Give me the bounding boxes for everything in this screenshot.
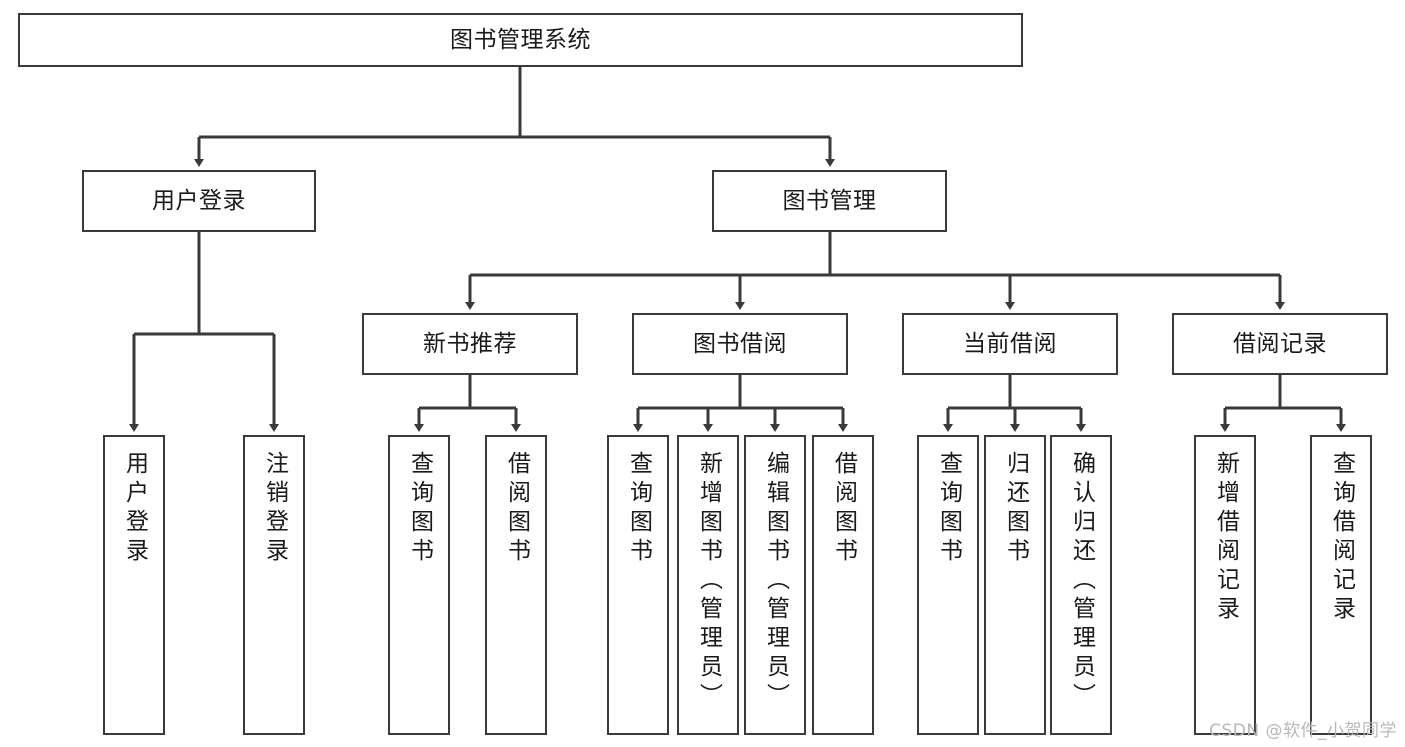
edge-bookmgmt-to-level3 [465,232,1285,310]
node-new-book-recommend-label: 新书推荐 [423,330,517,357]
edge-userlogin-to-leaves [129,232,279,432]
leaf-query-book-borrow-label: 查询图书 [625,451,652,567]
node-borrow-records[interactable]: 借阅记录 [1172,313,1388,375]
leaf-query-book-current[interactable]: 查询图书 [917,435,979,735]
leaf-query-book-borrow[interactable]: 查询图书 [607,435,669,735]
leaf-add-borrow-record[interactable]: 新增借阅记录 [1194,435,1256,735]
leaf-logout-label: 注销登录 [261,451,288,567]
leaf-confirm-return-admin-label: 确认归还（管理员） [1068,451,1095,712]
node-new-book-recommend[interactable]: 新书推荐 [362,313,578,375]
leaf-borrow-book-recommend[interactable]: 借阅图书 [485,435,547,735]
leaf-return-book-label: 归还图书 [1002,451,1029,567]
node-book-management-label: 图书管理 [782,187,877,214]
node-current-borrow-label: 当前借阅 [963,330,1057,357]
leaf-query-book-recommend[interactable]: 查询图书 [388,435,450,735]
leaf-confirm-return-admin[interactable]: 确认归还（管理员） [1050,435,1112,735]
node-user-login-label: 用户登录 [152,187,246,214]
leaf-query-book-current-label: 查询图书 [935,451,962,567]
edge-current-to-leaves [943,375,1086,432]
leaf-user-login[interactable]: 用户登录 [103,435,165,735]
leaf-edit-book-admin-label: 编辑图书（管理员） [762,451,789,712]
node-current-borrow[interactable]: 当前借阅 [902,313,1118,375]
node-book-borrow[interactable]: 图书借阅 [632,313,848,375]
leaf-query-book-recommend-label: 查询图书 [406,451,433,567]
edge-newbook-to-leaves [414,375,521,432]
leaf-add-borrow-record-label: 新增借阅记录 [1212,451,1239,625]
leaf-borrow-book-label: 借阅图书 [830,451,857,567]
leaf-add-book-admin-label: 新增图书（管理员） [695,451,722,712]
leaf-query-borrow-record-label: 查询借阅记录 [1328,451,1355,625]
node-book-management[interactable]: 图书管理 [712,170,947,232]
watermark: CSDN @软件_小贺同学 [1209,721,1397,741]
node-root[interactable]: 图书管理系统 [18,13,1023,67]
leaf-borrow-book-recommend-label: 借阅图书 [503,451,530,567]
leaf-return-book[interactable]: 归还图书 [984,435,1046,735]
node-borrow-records-label: 借阅记录 [1233,330,1327,357]
node-book-borrow-label: 图书借阅 [693,330,787,357]
edge-root-to-level2 [194,67,835,167]
edge-records-to-leaves [1220,375,1346,432]
node-root-label: 图书管理系统 [450,26,591,53]
edge-borrow-to-leaves [633,375,848,432]
leaf-user-login-label: 用户登录 [121,451,148,567]
leaf-query-borrow-record[interactable]: 查询借阅记录 [1310,435,1372,735]
leaf-add-book-admin[interactable]: 新增图书（管理员） [677,435,739,735]
leaf-borrow-book[interactable]: 借阅图书 [812,435,874,735]
node-user-login[interactable]: 用户登录 [82,170,316,232]
leaf-edit-book-admin[interactable]: 编辑图书（管理员） [744,435,806,735]
leaf-logout[interactable]: 注销登录 [243,435,305,735]
